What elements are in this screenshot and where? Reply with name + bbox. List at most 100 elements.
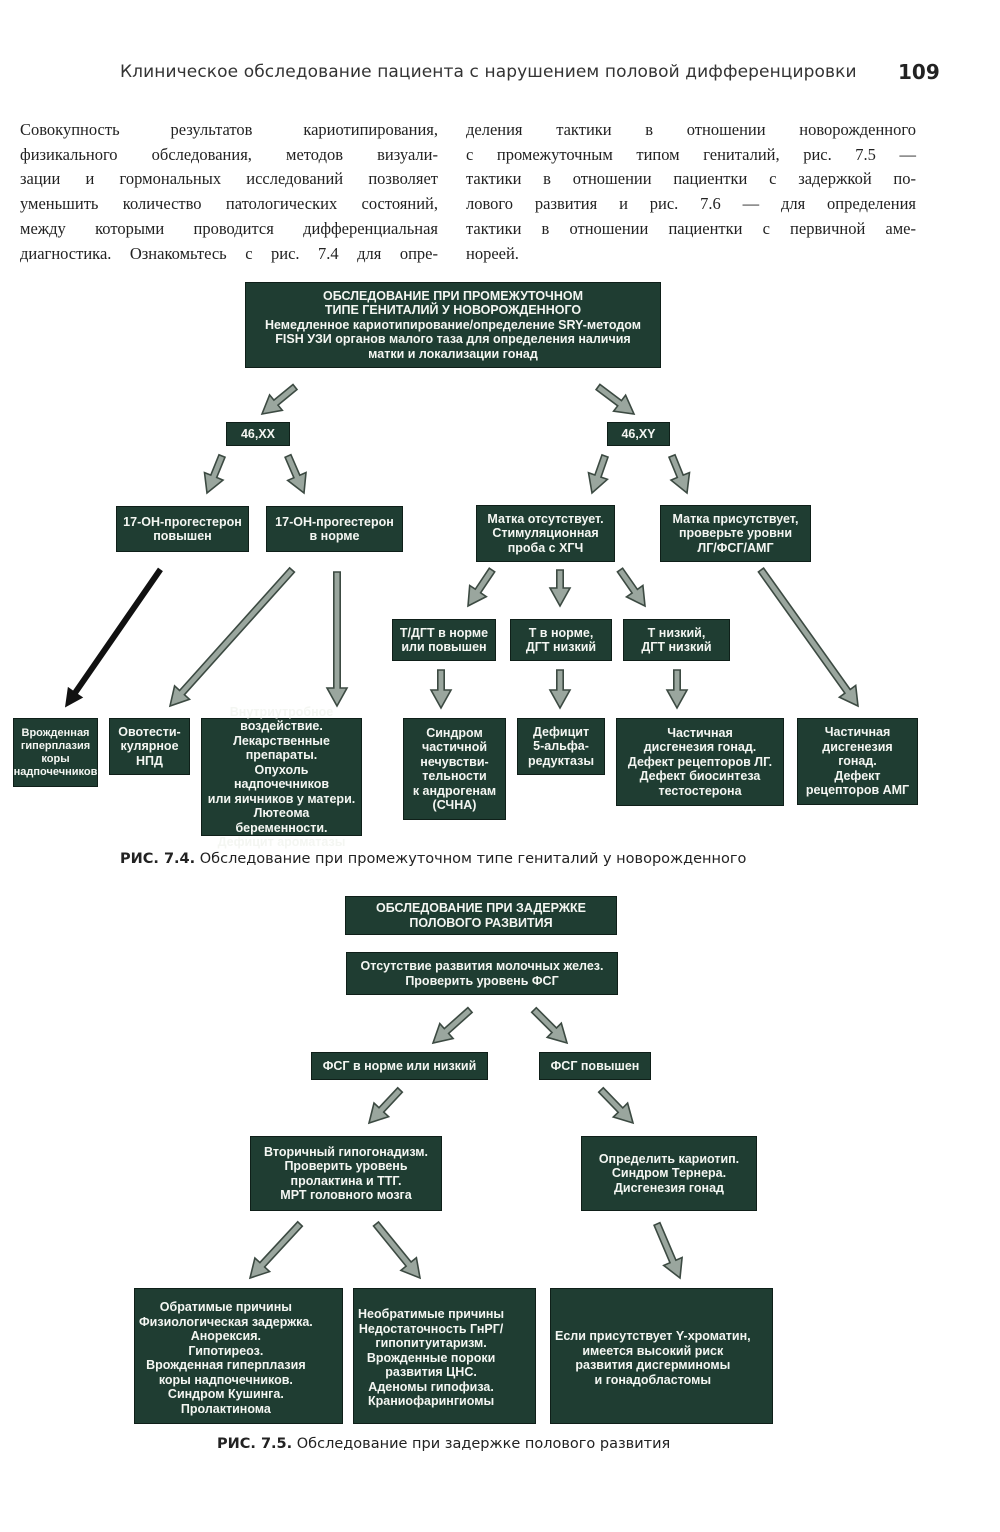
box-line: в норме <box>309 529 360 543</box>
caption-label: РИС. 7.4. <box>120 851 196 867</box>
box-line: Вторичный гипогонадизм. <box>264 1144 428 1159</box>
arrow-to-intrauterine <box>325 571 349 708</box>
box-line: гиперплазия <box>20 739 91 752</box>
box-line: ДГТ низкий <box>525 640 597 654</box>
box-line: Матка присутствует, <box>672 511 799 526</box>
arrow-to-17ohp-high <box>203 453 227 495</box>
box-line: Стимуляционная <box>492 526 599 541</box>
box-line: гипопитуитаризм. <box>375 1336 487 1351</box>
box-line: 46,XX <box>240 426 276 441</box>
box-text: Вторичный гипогонадизм.Проверить уровень… <box>264 1145 428 1203</box>
box-line: Т низкий, <box>647 625 706 640</box>
arrow-to-y-chromatin <box>653 1221 684 1280</box>
box-line: редуктазы <box>528 753 594 768</box>
box-line: воздействие. <box>240 719 323 733</box>
box-text: 46,XY <box>621 427 655 442</box>
box-line: проверьте уровни <box>678 526 793 541</box>
page-number: 109 <box>898 60 940 84</box>
box-line: рецепторов АМГ <box>805 783 910 798</box>
box-line: Определить кариотип. <box>598 1151 740 1166</box>
box-fsh-normal-low: ФСГ в норме или низкий <box>311 1052 488 1080</box>
box-text: 46,XX <box>241 427 275 442</box>
box-line: Дефект рецепторов ЛГ. <box>627 754 773 769</box>
arrow-to-fsh-normal-low <box>431 1006 474 1045</box>
intro-line: тактики в отношении пациентки с задержко… <box>466 169 916 189</box>
box-line: ФСГ в норме или низкий <box>322 1058 477 1073</box>
box-line: Если присутствует Y-хроматин, <box>555 1329 751 1343</box>
box-line: FISH УЗИ органов малого таза для определ… <box>275 332 631 347</box>
box-text: Отсутствие развития молочных желез.Прове… <box>361 959 604 988</box>
box-line: Физиологическая задержка. <box>139 1314 313 1329</box>
box-line: развития ЦНС. <box>385 1365 477 1380</box>
arrow-to-uterus-present <box>667 453 691 495</box>
box-line: Дефицит <box>532 724 590 739</box>
arrow-to-uterus-absent <box>587 453 610 495</box>
caption-text: Обследование при задержке полового разви… <box>292 1436 671 1452</box>
box-line: Опухоль надпочечников <box>233 762 330 792</box>
box-line: коры <box>41 752 70 765</box>
box-text: Определить кариотип.Синдром Тернера.Дисг… <box>599 1152 739 1196</box>
intro-line: тактики в отношении пациентки с первично… <box>466 218 916 238</box>
arrow-to-reversible-causes <box>248 1220 304 1280</box>
arrow-to-karyotype <box>597 1086 635 1125</box>
box-line: Обратимые причины <box>159 1300 292 1314</box>
arrow-to-irreversible-causes <box>372 1220 422 1280</box>
box-line: Частичная <box>824 725 891 740</box>
arrow-to-cah <box>64 567 163 708</box>
box-line: Пролактинома <box>180 1401 271 1416</box>
box-46xy: 46,XY <box>607 422 670 446</box>
arrow-to-5alpha-reductase <box>548 669 572 710</box>
box-line: Частичная <box>667 725 733 740</box>
figure-caption-7-4: РИС. 7.4. Обследование при промежуточном… <box>120 851 746 867</box>
intro-line: диагностика. Ознакомьтесь с рис. 7.4 для… <box>20 243 438 263</box>
box-line: Внутриутробное <box>229 704 334 719</box>
arrow-to-46xy <box>594 383 636 415</box>
caption-label: РИС. 7.5. <box>217 1436 293 1452</box>
box-line: Проверить уровень ФСГ <box>405 973 559 988</box>
box-line: проба с ХГЧ <box>507 540 584 555</box>
box-text: ФСГ в норме или низкий <box>323 1059 477 1074</box>
intro-line: Совокупность результатов кариотипировани… <box>20 120 438 139</box>
box-line: Т в норме, <box>528 625 594 640</box>
box-text: ФСГ повышен <box>551 1059 640 1074</box>
box-line: Необратимые причины <box>358 1307 505 1322</box>
box-line: Синдром Кушинга. <box>167 1387 284 1401</box>
box-line: пролактина и ТТГ. <box>290 1173 402 1188</box>
box-no-breast-development: Отсутствие развития молочных желез.Прове… <box>346 952 618 995</box>
box-line: частичной <box>421 740 488 754</box>
intro-line: уменьшить количество патологических сост… <box>20 194 438 214</box>
intro-line: между которыми проводится дифференциальн… <box>20 218 438 238</box>
intro-line: нореей. <box>466 243 519 263</box>
caption-text: Обследование при промежуточном типе гени… <box>195 851 747 867</box>
box-line: имеется высокий риск <box>582 1343 724 1358</box>
arrow-to-ovotesticular <box>168 566 296 708</box>
box-line: гонад. <box>838 754 877 769</box>
box-line: Врожденная гиперплазия <box>146 1358 306 1372</box>
box-line: 17-ОН-прогестерон <box>275 514 394 529</box>
box-line: ПОЛОВОГО РАЗВИТИЯ <box>409 915 553 930</box>
